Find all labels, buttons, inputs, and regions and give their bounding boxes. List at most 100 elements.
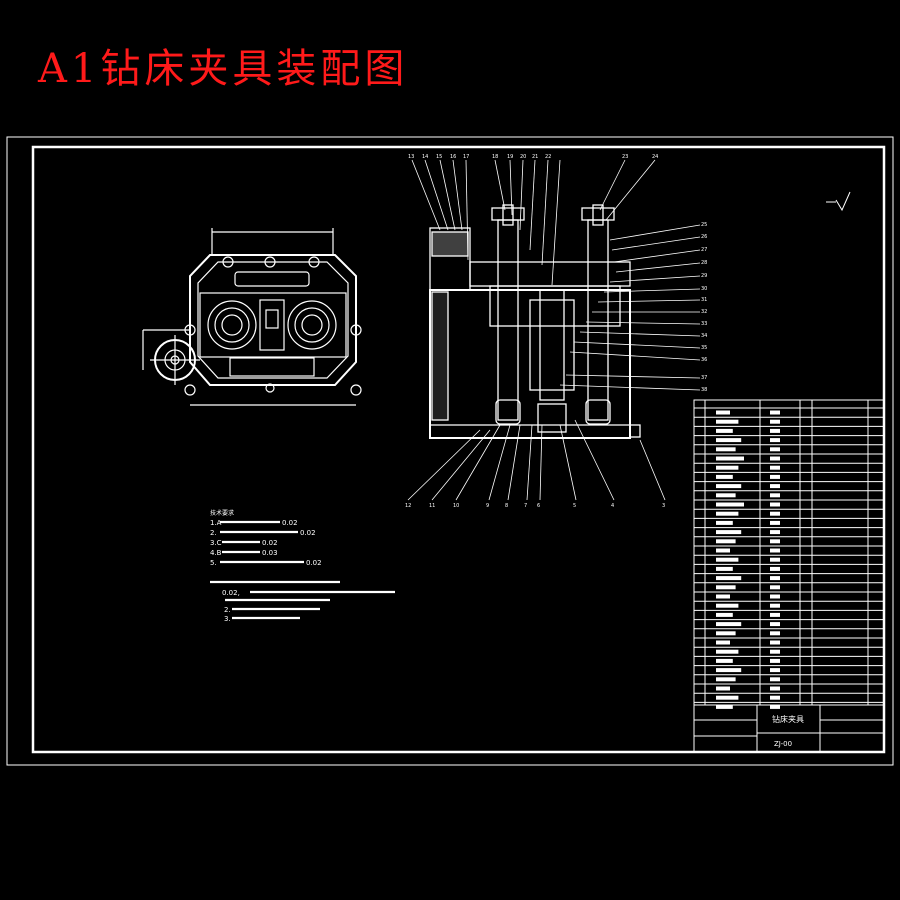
note-line: 3. bbox=[224, 615, 231, 623]
note-value: 0.02 bbox=[282, 519, 298, 527]
parts-list-cell-mark bbox=[716, 704, 733, 709]
leader-label: 35 bbox=[701, 345, 707, 351]
note-value: 0.03 bbox=[262, 549, 278, 557]
parts-list-cell-mark bbox=[716, 428, 733, 433]
parts-list-cell-mark bbox=[716, 539, 736, 544]
parts-list-cell-mark bbox=[716, 465, 739, 470]
parts-list-cell-mark bbox=[770, 668, 780, 673]
parts-list-cell-mark bbox=[716, 520, 733, 525]
leader-label: 37 bbox=[701, 375, 707, 381]
parts-list-cell-mark bbox=[770, 640, 780, 645]
note-line: 1.A bbox=[210, 519, 222, 527]
parts-list-cell-mark bbox=[716, 640, 730, 645]
note-line: 4.B bbox=[210, 549, 222, 557]
parts-list-cell-mark bbox=[770, 622, 780, 627]
leader-label: 38 bbox=[701, 387, 707, 393]
note-line: 5. bbox=[210, 559, 217, 567]
right-leader-labels: 25 26 27 28 29 30 31 32 33 34 35 36 37 3… bbox=[701, 222, 707, 393]
parts-list-cell-mark bbox=[770, 576, 780, 581]
parts-list-cell-mark bbox=[770, 474, 780, 479]
parts-list-cell-mark bbox=[770, 447, 780, 452]
parts-list-cell-mark bbox=[716, 474, 733, 479]
parts-list-cell-mark bbox=[770, 520, 780, 525]
leader-label: 33 bbox=[701, 321, 707, 327]
parts-list-cell-mark bbox=[716, 447, 736, 452]
leader-label: 27 bbox=[701, 247, 707, 253]
leader-label: 8 bbox=[505, 503, 508, 509]
parts-list-cell-mark bbox=[716, 456, 744, 461]
parts-list-cell-mark bbox=[716, 502, 744, 507]
note-value: 0.02 bbox=[262, 539, 278, 547]
parts-list-cell-mark bbox=[716, 658, 733, 663]
parts-list-cell-mark bbox=[770, 612, 780, 617]
leader-label: 19 bbox=[507, 154, 513, 160]
parts-list-cell-mark bbox=[716, 649, 739, 654]
parts-list-cell-mark bbox=[716, 668, 742, 673]
parts-list-cell-mark bbox=[770, 631, 780, 636]
title-block bbox=[693, 704, 885, 753]
parts-list-cell-mark bbox=[716, 631, 736, 636]
leader-label: 18 bbox=[492, 154, 498, 160]
drawing-title: A1钻床夹具装配图 bbox=[38, 46, 409, 92]
parts-list-cell-mark bbox=[716, 530, 742, 535]
leader-label: 21 bbox=[532, 154, 538, 160]
outer-frame bbox=[6, 136, 894, 766]
parts-list-cell-mark bbox=[770, 456, 780, 461]
roughness-mark bbox=[826, 191, 851, 212]
note-value: 0.02 bbox=[306, 559, 322, 567]
parts-list-cell-mark bbox=[716, 695, 739, 700]
parts-list-cell-mark bbox=[770, 548, 780, 553]
note-value: 0.02 bbox=[300, 529, 316, 537]
parts-list-cell-mark bbox=[770, 603, 780, 608]
leader-label: 24 bbox=[652, 154, 658, 160]
leader-label: 10 bbox=[453, 503, 459, 509]
leader-label: 28 bbox=[701, 260, 707, 266]
leader-label: 6 bbox=[537, 503, 540, 509]
right-leaders bbox=[559, 224, 701, 391]
parts-list-cell-mark bbox=[770, 438, 780, 443]
leader-label: 16 bbox=[450, 154, 456, 160]
parts-list-cell-mark bbox=[770, 658, 780, 663]
leader-label: 23 bbox=[622, 154, 628, 160]
section-view bbox=[429, 204, 641, 439]
parts-list-cell-mark bbox=[770, 502, 780, 507]
leader-label: 13 bbox=[408, 154, 414, 160]
leader-label: 31 bbox=[701, 297, 707, 303]
parts-list-cell-mark bbox=[716, 438, 742, 443]
parts-list-cell-mark bbox=[716, 585, 736, 590]
parts-list-cell-mark bbox=[770, 704, 780, 709]
bottom-leader-labels: 12 11 10 9 8 7 6 5 4 3 bbox=[405, 503, 665, 509]
parts-list-cell-mark bbox=[770, 649, 780, 654]
parts-list-cell-mark bbox=[770, 428, 780, 433]
leader-label: 25 bbox=[701, 222, 707, 228]
leader-label: 20 bbox=[520, 154, 526, 160]
note-line: 2. bbox=[210, 529, 217, 537]
parts-list-cell-mark bbox=[770, 557, 780, 562]
leader-label: 34 bbox=[701, 333, 707, 339]
parts-list-cell-mark bbox=[770, 493, 780, 498]
parts-list-cell-mark bbox=[770, 511, 780, 516]
leader-label: 12 bbox=[405, 503, 411, 509]
bottom-leaders bbox=[407, 419, 666, 501]
note-line: 0.02, bbox=[222, 589, 240, 597]
parts-list-cell-mark bbox=[716, 594, 730, 599]
parts-list bbox=[693, 399, 885, 709]
leader-label: 15 bbox=[436, 154, 442, 160]
leader-label: 4 bbox=[611, 503, 614, 509]
leader-label: 22 bbox=[545, 154, 551, 160]
parts-list-cell-mark bbox=[770, 539, 780, 544]
parts-list-cell-mark bbox=[716, 677, 736, 682]
leader-label: 26 bbox=[701, 234, 707, 240]
parts-list-cell-mark bbox=[770, 410, 780, 415]
parts-list-cell-mark bbox=[716, 419, 739, 424]
parts-list-cell-mark bbox=[716, 603, 739, 608]
parts-list-cell-mark bbox=[716, 576, 742, 581]
parts-list-cell-mark bbox=[716, 612, 733, 617]
parts-list-cell-mark bbox=[770, 530, 780, 535]
technical-notes: 技术要求 1.A 0.02 2. 0.02 3.C 0.02 4.B 0.03 … bbox=[210, 509, 395, 623]
parts-list-cell-mark bbox=[716, 484, 742, 489]
parts-list-cell-mark bbox=[770, 419, 780, 424]
parts-list-cell-mark bbox=[770, 484, 780, 489]
leader-label: 32 bbox=[701, 309, 707, 315]
